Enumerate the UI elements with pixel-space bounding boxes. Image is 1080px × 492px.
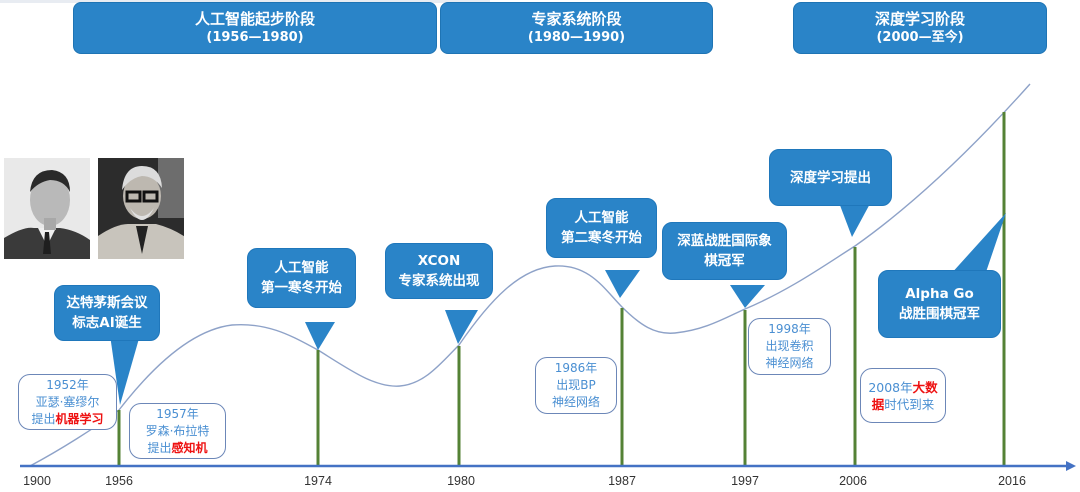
phase-title: 专家系统阶段 <box>531 9 622 28</box>
note-1998-cnn: 1998年 出现卷积 神经网络 <box>748 318 831 375</box>
note-line: 2008年大数 <box>861 379 945 396</box>
photo-turing <box>4 158 90 259</box>
callout-line: 达特茅斯会议 <box>66 295 148 311</box>
note-line: 1952年 <box>46 377 89 392</box>
note-line: 据时代到来 <box>861 396 945 413</box>
note-2008-big-data: 2008年大数 据时代到来 <box>860 368 946 423</box>
portrait-icon <box>98 158 184 259</box>
callout-pointers <box>110 200 1006 405</box>
portrait-icon <box>4 158 90 259</box>
callout-line: 深蓝战胜国际象 <box>677 233 772 249</box>
phase-range: (1980—1990) <box>527 29 626 45</box>
axis-arrow-icon <box>1066 461 1076 471</box>
top-border-line <box>0 0 490 3</box>
callout-line: Alpha Go <box>905 286 974 302</box>
tick-label-1997: 1997 <box>731 474 759 488</box>
callout-2006-deep-learning: 深度学习提出 <box>769 149 892 206</box>
tick-label-1980: 1980 <box>447 474 475 488</box>
callout-1956-dartmouth: 达特茅斯会议 标志AI诞生 <box>54 285 160 341</box>
note-line: 亚瑟·塞缪尔 <box>35 394 100 409</box>
photo-mccarthy <box>98 158 184 259</box>
note-line: 提出机器学习 <box>19 411 116 428</box>
tick-label-1956: 1956 <box>105 474 133 488</box>
callout-line: XCON <box>417 253 461 269</box>
callout-line: 人工智能 <box>574 210 629 226</box>
phase-range: (2000—至今) <box>876 29 964 45</box>
note-1986-bp: 1986年 出现BP 神经网络 <box>535 357 617 414</box>
callout-line: 人工智能 <box>274 260 329 276</box>
callout-line: 标志AI诞生 <box>72 315 142 331</box>
phase-title: 人工智能起步阶段 <box>194 9 315 28</box>
note-line: 神经网络 <box>551 395 600 409</box>
callout-line: 专家系统出现 <box>398 273 480 289</box>
note-highlight: 据 <box>871 396 885 412</box>
note-text: 2008年 <box>868 379 913 395</box>
callout-1980-xcon: XCON 专家系统出现 <box>385 243 493 299</box>
phase-box-expert-systems: 专家系统阶段 (1980—1990) <box>440 2 713 54</box>
callout-1987-second-winter: 人工智能 第二寒冬开始 <box>546 198 657 258</box>
note-line: 1998年 <box>768 322 811 336</box>
note-line: 神经网络 <box>765 356 814 370</box>
note-text: 时代到来 <box>884 396 935 412</box>
phase-range: (1956—1980) <box>206 29 304 45</box>
phase-box-deep-learning: 深度学习阶段 (2000—至今) <box>793 2 1047 54</box>
note-text: 提出 <box>31 411 56 426</box>
callout-line: 第一寒冬开始 <box>261 280 342 296</box>
callout-1974-first-winter: 人工智能 第一寒冬开始 <box>247 248 356 308</box>
note-highlight: 大数 <box>912 379 938 395</box>
note-highlight: 感知机 <box>171 440 208 455</box>
callout-line: 战胜围棋冠军 <box>899 306 980 322</box>
callout-1997-deep-blue: 深蓝战胜国际象 棋冠军 <box>662 222 787 280</box>
tick-label-2016: 2016 <box>998 474 1026 488</box>
note-highlight: 机器学习 <box>55 411 104 426</box>
note-line: 出现卷积 <box>765 339 814 353</box>
callout-line: 第二寒冬开始 <box>561 230 642 246</box>
ai-development-curve <box>29 83 1031 467</box>
callout-line: 深度学习提出 <box>790 169 871 186</box>
note-1952-samuel: 1952年 亚瑟·塞缪尔 提出机器学习 <box>18 374 117 430</box>
note-line: 罗森·布拉特 <box>145 423 210 438</box>
tick-label-1900: 1900 <box>23 474 51 488</box>
note-line: 出现BP <box>556 378 596 392</box>
event-stems <box>117 112 1006 465</box>
note-1957-rosenblatt: 1957年 罗森·布拉特 提出感知机 <box>129 403 226 459</box>
phase-box-startup: 人工智能起步阶段 (1956—1980) <box>73 2 437 54</box>
tick-label-1974: 1974 <box>304 474 332 488</box>
note-line: 1957年 <box>156 406 199 421</box>
note-text: 提出 <box>147 440 172 455</box>
tick-label-2006: 2006 <box>839 474 867 488</box>
callout-line: 棋冠军 <box>704 253 745 269</box>
phase-title: 深度学习阶段 <box>874 9 965 28</box>
note-line: 1986年 <box>554 361 598 375</box>
callout-2016-alphago: Alpha Go 战胜围棋冠军 <box>878 270 1001 338</box>
note-line: 提出感知机 <box>130 440 225 457</box>
tick-label-1987: 1987 <box>608 474 636 488</box>
